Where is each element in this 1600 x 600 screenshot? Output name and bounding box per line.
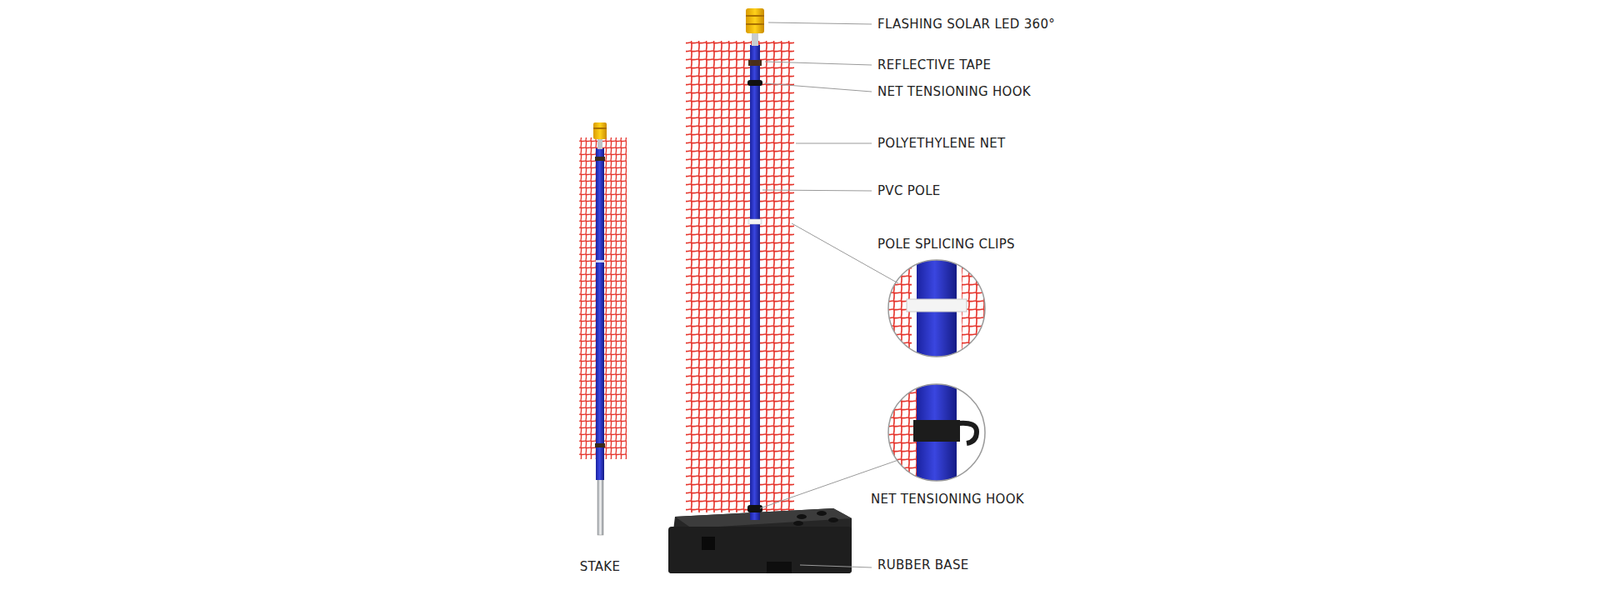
staked-pole bbox=[579, 122, 627, 535]
part-label: RUBBER BASE bbox=[875, 557, 971, 573]
part-label: POLE SPLICING CLIPS bbox=[875, 236, 1017, 252]
part-label: NET TENSIONING HOOK bbox=[875, 84, 1033, 100]
based-pole bbox=[668, 8, 852, 574]
part-label: NET TENSIONING HOOK bbox=[869, 491, 1026, 507]
hook-detail bbox=[883, 383, 992, 484]
splice-detail bbox=[883, 258, 992, 359]
stake-label: STAKE bbox=[578, 559, 623, 575]
leader-lines bbox=[760, 22, 899, 568]
part-label: PVC POLE bbox=[875, 183, 943, 199]
part-label: FLASHING SOLAR LED 360° bbox=[875, 16, 1057, 32]
part-label: REFLECTIVE TAPE bbox=[875, 57, 993, 73]
part-label: POLYETHYLENE NET bbox=[875, 135, 1007, 151]
